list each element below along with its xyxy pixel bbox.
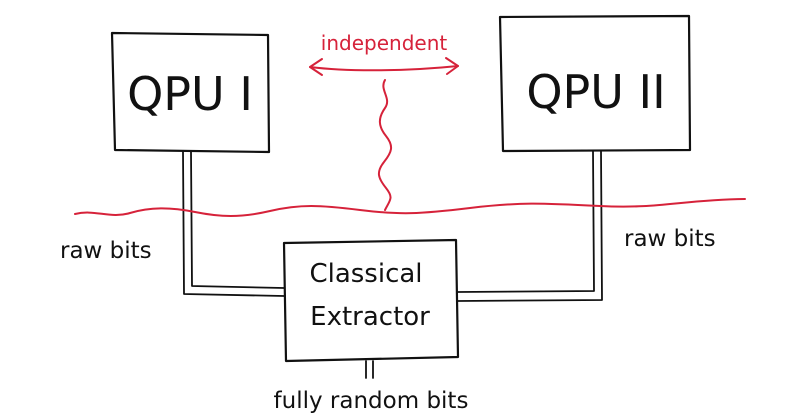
- extractor-label-line1: Classical: [309, 259, 422, 289]
- fully-random-bits-label: fully random bits: [274, 388, 469, 414]
- extractor-label-line2: Extractor: [310, 302, 430, 332]
- raw-bits-label-right: raw bits: [624, 226, 716, 252]
- double-arrow: [309, 65, 459, 72]
- wire-qpu1-to-extractor: [182, 151, 285, 297]
- wire-extractor-output: [365, 360, 374, 379]
- qpu-1-box: [110, 31, 271, 154]
- wire-qpu2-to-extractor: [457, 150, 603, 302]
- extractor-node: Classical Extractor: [282, 238, 460, 363]
- independence-squiggle: [378, 79, 392, 211]
- extractor-box: [282, 238, 460, 363]
- qpu-1-label: QPU I: [127, 67, 253, 121]
- raw-bits-label-left: raw bits: [60, 238, 152, 264]
- independent-annotation: independent: [321, 31, 448, 55]
- independence-marker: [74, 57, 746, 217]
- qpu-2-node: QPU II: [498, 14, 692, 153]
- qpu-2-box: [498, 14, 692, 153]
- qpu-2-label: QPU II: [526, 65, 665, 119]
- boundary-line: [74, 198, 746, 217]
- qpu-1-node: QPU I: [110, 31, 271, 154]
